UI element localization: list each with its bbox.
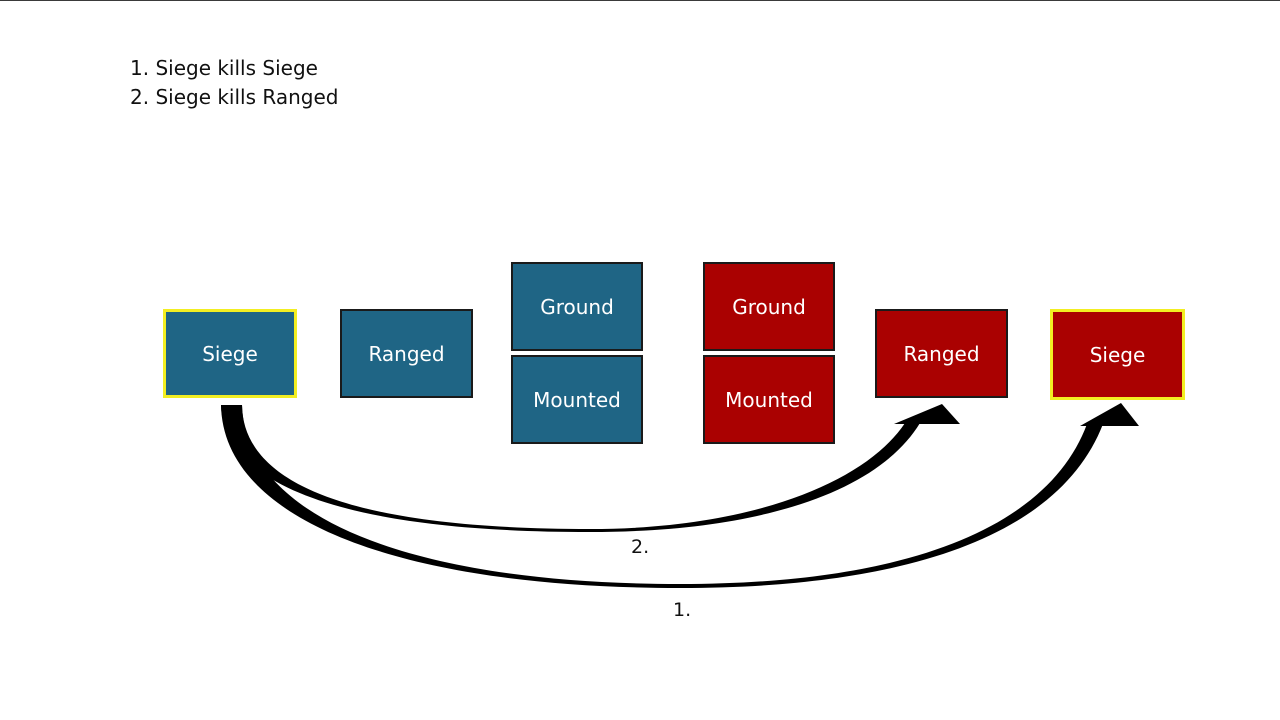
arrow-2-shaft — [221, 405, 920, 532]
arrow-1-label: 1. — [673, 599, 692, 621]
arrow-2-head — [894, 404, 960, 424]
arrow-1-shaft — [221, 405, 1103, 588]
rule-item-1: 1. Siege kills Siege — [130, 56, 318, 80]
blue-siege-box: Siege — [163, 309, 297, 398]
top-border-line — [0, 0, 1280, 1]
red-mounted-box: Mounted — [703, 355, 835, 444]
blue-ranged-box: Ranged — [340, 309, 473, 398]
rules-list: 1. Siege kills Siege 2. Siege kills Rang… — [130, 54, 338, 112]
red-ground-box: Ground — [703, 262, 835, 351]
rule-item-2: 2. Siege kills Ranged — [130, 85, 339, 109]
arrow-2-label: 2. — [631, 536, 650, 558]
red-siege-box: Siege — [1050, 309, 1185, 400]
arrow-1-head — [1080, 403, 1139, 426]
red-ranged-box: Ranged — [875, 309, 1008, 398]
blue-mounted-box: Mounted — [511, 355, 643, 444]
blue-ground-box: Ground — [511, 262, 643, 351]
